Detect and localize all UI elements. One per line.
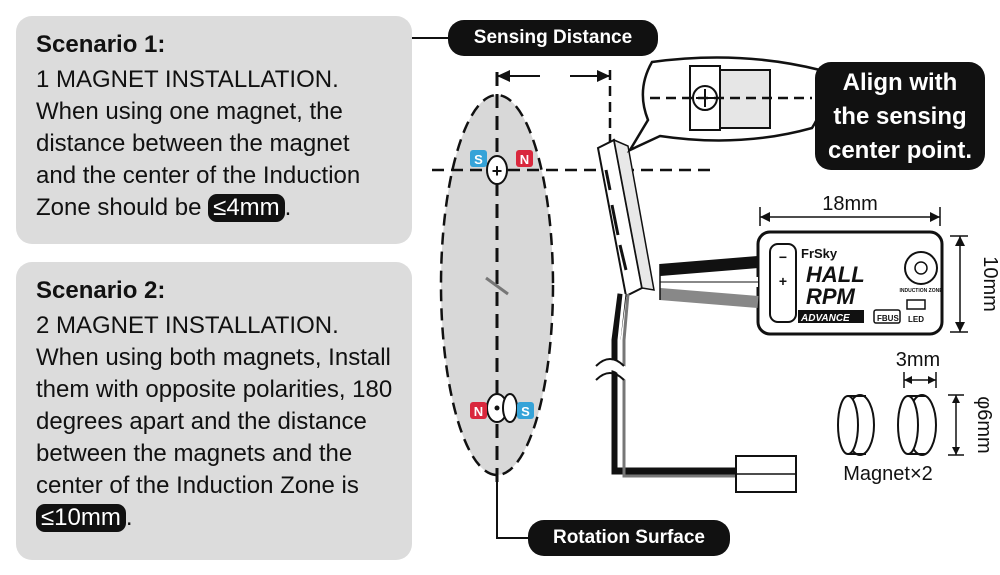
thickness-dim-arrow-right xyxy=(928,376,936,384)
sensor-main-view: FrSky − + HALL RPM ADVANCE FBUS INDUCTIO… xyxy=(756,230,944,336)
magnet-count: Magnet×2 xyxy=(843,463,933,485)
scenario-1-title: Scenario 1: xyxy=(36,31,166,58)
sensor-side-cable xyxy=(592,293,736,478)
magnet-top xyxy=(486,155,508,185)
south-pole-label-top: S xyxy=(474,152,483,167)
diameter-dim-arrow-top xyxy=(952,395,960,403)
scenario-2-body: 2 MAGNET INSTALLATION. When using both m… xyxy=(36,310,394,534)
width-dim-arrow-right xyxy=(930,212,940,222)
scenario-2-card: Scenario 2: 2 MAGNET INSTALLATION. When … xyxy=(16,262,412,560)
pin-plus-label: + xyxy=(779,273,787,289)
fbus-badge-bg xyxy=(873,309,901,324)
magnet-pair xyxy=(837,394,937,456)
fbus-badge: FBUS xyxy=(877,314,899,323)
sensor-brand: FrSky xyxy=(801,246,838,261)
south-pole-badge-top xyxy=(470,150,487,167)
sensor-model-line2: RPM xyxy=(806,284,856,309)
scenario-2-limit-badge: ≤10mm xyxy=(36,504,126,532)
advance-badge: ADVANCE xyxy=(800,313,850,324)
sensor-model-line1: HALL xyxy=(806,262,865,287)
thickness-dimension: 3mm xyxy=(896,349,940,371)
scenario-1-end: . xyxy=(284,194,292,221)
magnet-bottom-edge xyxy=(502,393,518,423)
led-indicator xyxy=(906,299,926,310)
scenario-1-body: 1 MAGNET INSTALLATION. When using one ma… xyxy=(36,64,394,224)
scenario-2-title: Scenario 2: xyxy=(36,277,166,304)
width-dim-arrow-left xyxy=(760,212,770,222)
induction-zone-center xyxy=(914,261,928,275)
scenario-2-end: . xyxy=(125,504,133,531)
sensing-point-zoom-bubble xyxy=(626,56,825,153)
sensing-arrowhead-left xyxy=(497,70,510,82)
north-pole-badge-bottom xyxy=(470,402,487,419)
scenario-1-limit-badge: ≤4mm xyxy=(208,194,285,222)
north-pole-badge-top xyxy=(516,150,533,167)
align-callout-line3: center point. xyxy=(827,137,972,164)
scenario-1-card: Scenario 1: 1 MAGNET INSTALLATION. When … xyxy=(16,16,412,244)
diameter-dim-arrow-bottom xyxy=(952,447,960,455)
width-dimension: 18mm xyxy=(822,193,878,215)
diameter-dimension: φ6mm xyxy=(973,396,995,453)
led-label: LED xyxy=(908,315,924,324)
scenario-1-text: 1 MAGNET INSTALLATION. When using one ma… xyxy=(36,66,361,221)
rotation-center-mark xyxy=(485,276,509,296)
north-pole-label-bottom: N xyxy=(474,404,483,419)
advance-badge-bg xyxy=(798,310,864,323)
rotation-surface-tag: Rotation Surface xyxy=(528,520,730,556)
sensing-arrowhead-right xyxy=(597,70,610,82)
height-dim-arrow-top xyxy=(955,236,965,246)
align-callout-line2: the sensing xyxy=(833,103,967,130)
south-pole-badge-bottom xyxy=(517,402,534,419)
sensor-side-view xyxy=(596,138,655,298)
magnet-top-plus: + xyxy=(492,161,503,181)
south-pole-label-bottom: S xyxy=(521,404,530,419)
sensing-distance-tag: Sensing Distance xyxy=(448,20,658,56)
height-dim-arrow-bottom xyxy=(955,322,965,332)
induction-zone-label: INDUCTION ZONE xyxy=(899,288,943,294)
rotation-leader-line xyxy=(496,470,530,539)
align-callout-line1: Align with xyxy=(842,69,958,96)
align-callout: Align with the sensing center point. xyxy=(815,62,985,170)
thickness-dim-arrow-left xyxy=(904,376,912,384)
north-pole-label-top: N xyxy=(520,152,529,167)
magnet-bottom-dot xyxy=(494,405,500,411)
height-dimension: 10mm xyxy=(979,256,1000,312)
scenario-2-text: 2 MAGNET INSTALLATION. When using both m… xyxy=(36,312,393,499)
pin-minus-label: − xyxy=(779,249,787,265)
sensor-main-cables xyxy=(659,256,759,308)
